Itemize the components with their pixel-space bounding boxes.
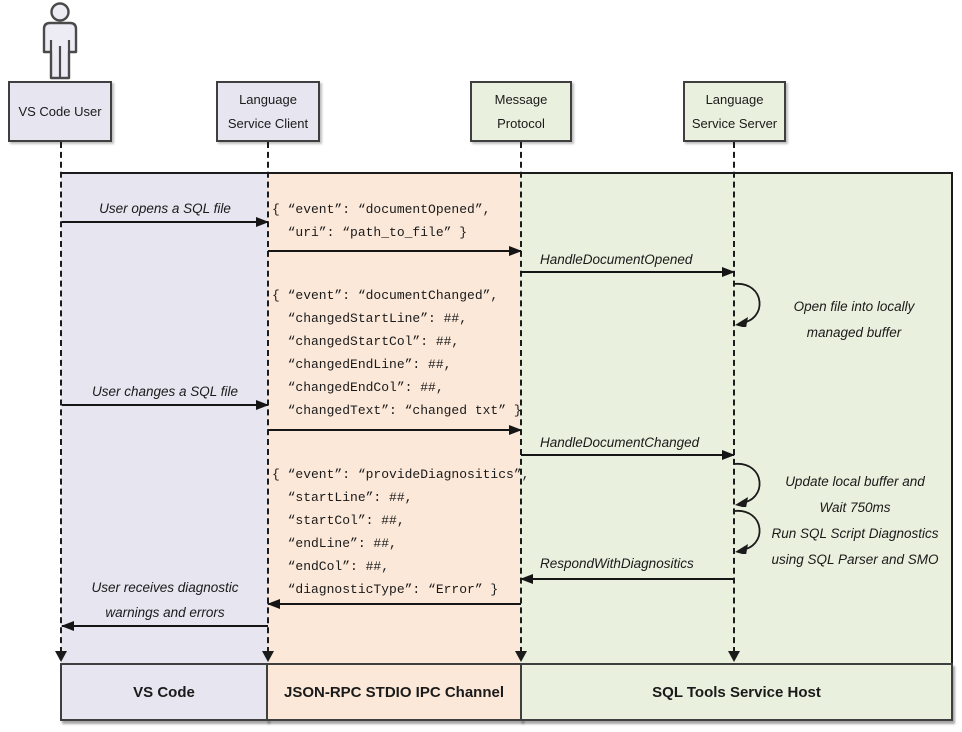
swimlane-bands (61, 172, 953, 663)
lifeline-end-arrow-icon (728, 651, 740, 662)
arrow-client-to-protocol (268, 246, 522, 256)
actor-box-user: VS Code User (8, 81, 112, 142)
band-service-host (520, 174, 951, 663)
actor-label: VS Code User (18, 104, 102, 119)
actor-label: Service Client (227, 116, 309, 131)
actor-label: Service Server (691, 116, 778, 131)
payload-document-opened: { “event”: “documentOpened”, “uri”: “pat… (272, 202, 491, 240)
arrowhead-icon (520, 574, 533, 584)
footer-label: JSON-RPC STDIO IPC Channel (283, 683, 505, 701)
footer-box-ipc-channel: JSON-RPC STDIO IPC Channel (266, 663, 522, 721)
actor-box-protocol: Message Protocol (470, 81, 572, 142)
arrow-client-to-user (61, 621, 268, 631)
arrowhead-icon (722, 450, 735, 460)
arrow-protocol-to-client (267, 599, 521, 609)
label-handle-document-opened: HandleDocumentOpened (540, 252, 693, 267)
actor-box-server: Language Service Server (683, 81, 786, 142)
arrowhead-icon (509, 246, 522, 256)
label-respond-with-diagnostics: RespondWithDiagnositics (540, 556, 694, 571)
label-user-opens: User opens a SQL file (99, 201, 231, 216)
lifeline-server (733, 142, 735, 653)
actor-label: Protocol (497, 116, 545, 131)
arrow-protocol-to-server-2 (521, 450, 735, 460)
actor-label: Language (239, 92, 297, 107)
label-user-receives: User receives diagnostic warnings and er… (91, 580, 239, 620)
arrowhead-icon (509, 425, 522, 435)
payload-document-changed: { “event”: “documentChanged”, “changedSt… (272, 288, 522, 418)
note-run-diagnostics: Run SQL Script Diagnostics using SQL Par… (771, 526, 939, 567)
footer-box-service-host: SQL Tools Service Host (520, 663, 953, 721)
payload-provide-diagnostics: { “event”: “provideDiagnositics”, “start… (272, 467, 530, 597)
arrowhead-icon (256, 217, 269, 227)
footer-label: VS Code (133, 683, 195, 701)
band-vscode (61, 174, 268, 663)
label-user-changes: User changes a SQL file (91, 384, 239, 399)
arrow-client-to-protocol-2 (268, 425, 522, 435)
self-loop-update-buffer (733, 463, 761, 507)
lifeline-end-arrow-icon (55, 651, 67, 662)
actor-label: Language (705, 92, 764, 107)
arrowhead-icon (722, 267, 735, 277)
self-loop-run-diagnostics (733, 510, 761, 554)
actor-label: Message (494, 92, 548, 107)
arrow-server-to-protocol (520, 574, 734, 584)
note-open-file: Open file into locally managed buffer (793, 299, 915, 340)
footer-label: SQL Tools Service Host (652, 683, 821, 701)
label-handle-document-changed: HandleDocumentChanged (540, 435, 700, 450)
arrow-user-to-client-2 (62, 400, 269, 410)
note-update-buffer: Update local buffer and Wait 750ms (785, 474, 925, 515)
lifeline-user (60, 142, 62, 653)
lifeline-protocol (520, 142, 522, 653)
person-icon (42, 2, 78, 80)
band-ipc-channel (268, 174, 520, 663)
arrow-user-to-client (62, 217, 269, 227)
arrow-protocol-to-server (521, 267, 735, 277)
footer-box-vscode: VS Code (60, 663, 268, 721)
actor-box-client: Language Service Client (216, 81, 320, 142)
arrowhead-icon (267, 599, 280, 609)
self-loop-open-file (733, 283, 761, 327)
lifeline-end-arrow-icon (515, 651, 527, 662)
lifeline-client (267, 142, 269, 653)
arrowhead-icon (256, 400, 269, 410)
arrowhead-icon (61, 621, 74, 631)
lifeline-end-arrow-icon (262, 651, 274, 662)
